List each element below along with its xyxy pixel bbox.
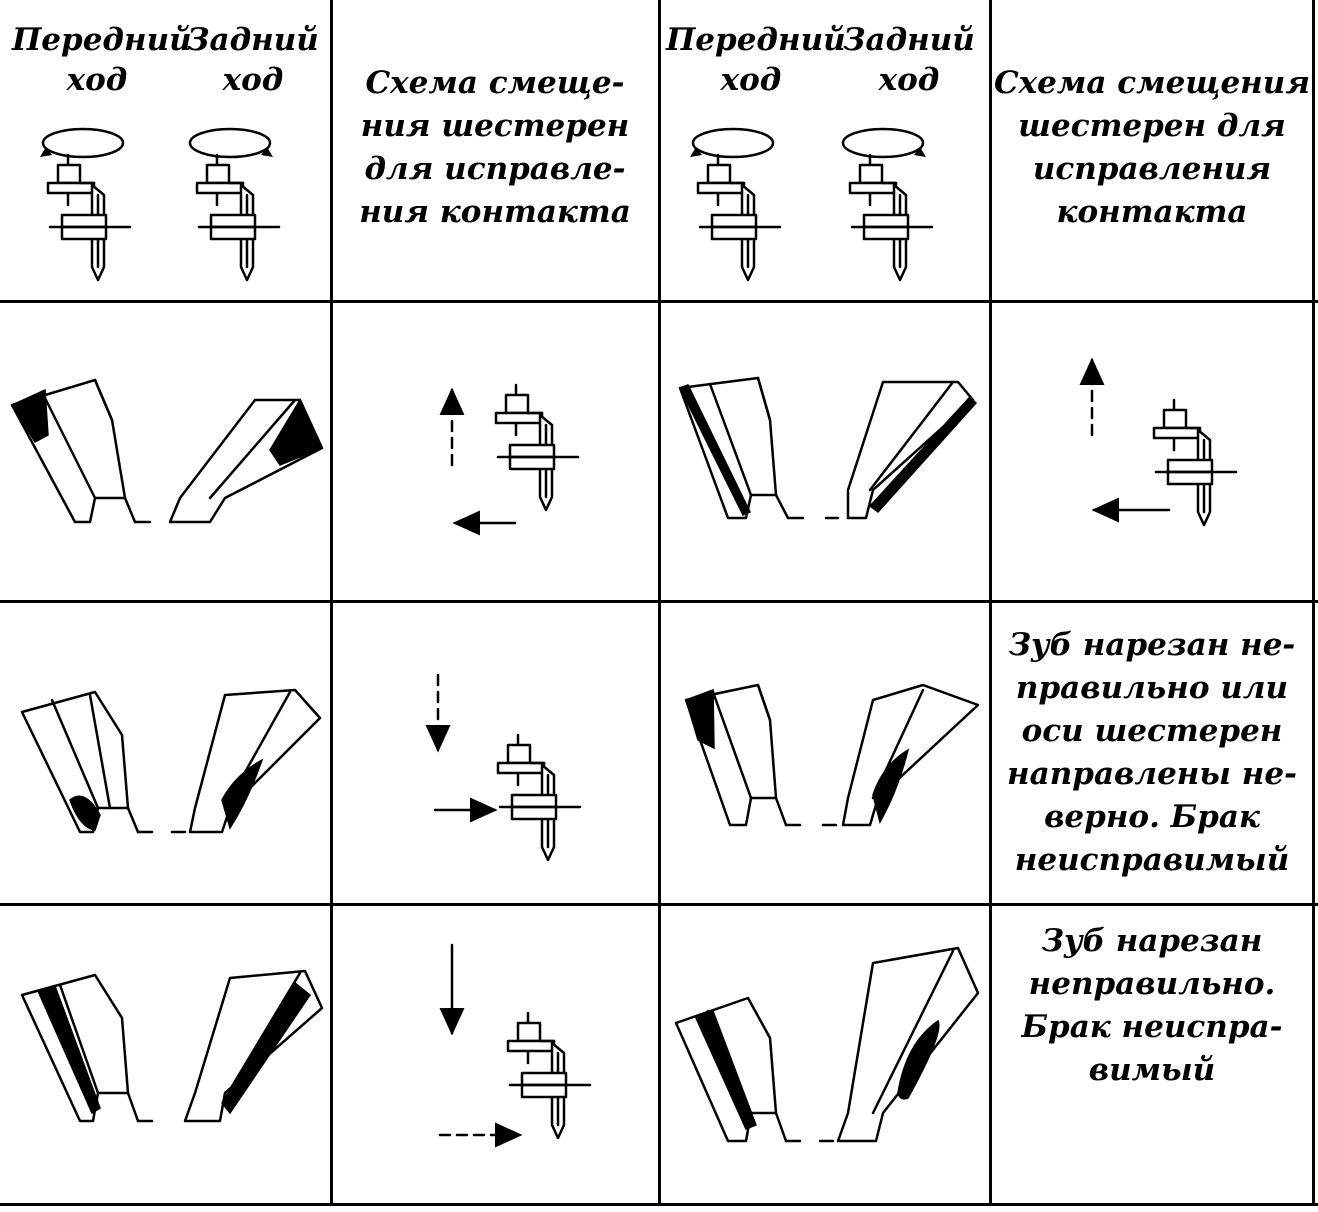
forward-drive-header: Передний ход — [12, 22, 192, 98]
grid-line — [0, 300, 1318, 303]
grid-line — [658, 0, 661, 1206]
forward-rotation-icon — [690, 127, 782, 282]
forward-rotation-icon — [40, 127, 132, 282]
tooth-contact-pattern — [684, 683, 980, 827]
forward-drive-header: Передний ход — [666, 22, 846, 98]
gear-shift-scheme — [1079, 357, 1238, 527]
grid-line — [1312, 0, 1315, 1206]
tooth-contact-pattern — [20, 969, 324, 1123]
grid-line — [989, 0, 992, 1206]
reverse-drive-header: Задний ход — [187, 22, 319, 98]
grid-line — [0, 1203, 1318, 1206]
tooth-contact-pattern — [20, 688, 322, 834]
shift-scheme-header: Схема смеще- ния шестерен для исправле- … — [359, 65, 631, 230]
tooth-contact-pattern — [674, 946, 980, 1143]
grid-line — [330, 0, 333, 1206]
gear-shift-scheme — [438, 943, 592, 1148]
grid-line — [0, 600, 1318, 603]
tooth-contact-pattern — [10, 378, 324, 524]
tooth-contact-pattern — [678, 376, 978, 520]
reverse-drive-header: Задний ход — [843, 22, 975, 98]
defect-note: Зуб нарезан неправильно. Брак неиспра- в… — [1021, 923, 1283, 1088]
reverse-rotation-icon — [841, 127, 934, 282]
gear-shift-scheme — [425, 673, 582, 862]
defect-note: Зуб нарезан не- правильно или оси шестер… — [1007, 627, 1297, 878]
grid-line — [0, 903, 1318, 906]
shift-scheme-header: Схема смещения шестерен для исправления … — [994, 65, 1310, 230]
gear-shift-scheme — [439, 383, 580, 536]
reverse-rotation-icon — [188, 127, 281, 282]
